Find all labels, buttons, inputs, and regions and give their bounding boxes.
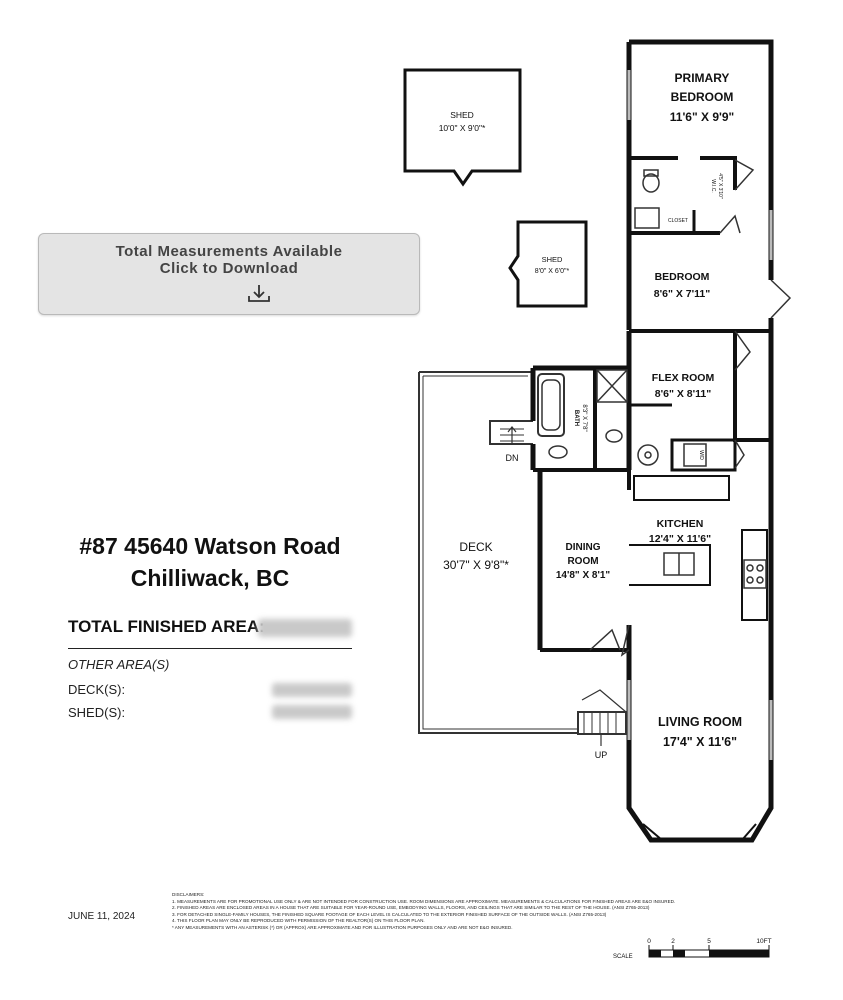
primary-bedroom-dims: 11'6" X 9'9": [670, 110, 734, 124]
closet-label: CLOSET: [668, 218, 688, 224]
disclaimer-title: DISCLAIMERS:: [172, 892, 205, 897]
wic-dims: 4'5" X 3'10": [717, 173, 723, 199]
divider: [68, 648, 352, 649]
dining-room-label: DINING: [566, 542, 601, 553]
shed-large-outline: [403, 68, 522, 187]
dining-room-dims: 14'8" X 8'1": [556, 570, 611, 581]
living-room-dims: 17'4" X 11'6": [663, 735, 737, 749]
disclaimer-line: 3. For detached single-family houses, th…: [172, 911, 607, 917]
disclaimer-line: 1. Measurements are for promotional use …: [172, 898, 676, 904]
plan-date: JUNE 11, 2024: [68, 911, 136, 922]
scale-tick-0: 0: [647, 938, 651, 945]
flex-room-label: FLEX ROOM: [652, 372, 715, 384]
primary-bedroom-label-2: BEDROOM: [671, 90, 734, 104]
shed-small-outline: [508, 220, 588, 308]
scale-bar: SCALE 0 2 5 10FT: [613, 938, 772, 960]
door-swings: [589, 159, 792, 657]
primary-bedroom-label: PRIMARY: [675, 71, 730, 85]
deck-dims: 30'7" X 9'8"*: [443, 558, 509, 572]
decks-label: DECK(S):: [68, 682, 126, 697]
scale-tick-10: 10FT: [756, 938, 771, 945]
scale-label: SCALE: [613, 954, 633, 960]
deck-label: DECK: [459, 540, 492, 554]
address-line-2: Chilliwack, BC: [130, 565, 290, 591]
total-finished-area-value-blurred: [258, 619, 352, 637]
bath-dims: 8'3" X 7'8": [581, 404, 587, 431]
disclaimer-line: 4. This floor plan may only be reproduce…: [172, 918, 425, 924]
shed-small-label: SHED: [542, 255, 563, 264]
shed-large-dims: 10'0" X 9'0"*: [439, 123, 486, 133]
kitchen-dims: 12'4" X 11'6": [649, 533, 711, 545]
stairs-up-label: UP: [595, 750, 608, 760]
shed-large-label: SHED: [450, 110, 474, 120]
decks-value-blurred: [272, 683, 352, 697]
sheds-value-blurred: [272, 705, 352, 719]
kitchen-label: KITCHEN: [657, 518, 704, 530]
living-room-label: LIVING ROOM: [658, 715, 742, 729]
fixtures: [500, 169, 767, 746]
shed-small-dims: 8'0" X 6'0"*: [535, 268, 570, 275]
deck-outline: [418, 371, 578, 734]
address-line-1: #87 45640 Watson Road: [79, 533, 341, 559]
download-button-line2: Click to Download: [159, 260, 299, 277]
sheds-label: SHED(S):: [68, 705, 126, 720]
wic-label: W.I.C.: [710, 179, 716, 193]
disclaimer-line: 2. Finished areas are enclosed areas in …: [172, 905, 650, 911]
scale-tick-5: 5: [707, 938, 711, 945]
wd-label: W/D: [698, 450, 704, 460]
dining-room-label-2: ROOM: [567, 556, 598, 567]
scale-tick-2: 2: [671, 938, 675, 945]
download-button-line1: Total Measurements Available: [115, 243, 343, 260]
total-finished-area-label: TOTAL FINISHED AREA:: [68, 617, 265, 636]
bedroom-dims: 8'6" X 7'11": [654, 288, 710, 300]
bath-label: BATH: [573, 410, 579, 426]
house-walls: [530, 39, 774, 843]
flex-room-dims: 8'6" X 8'11": [655, 388, 711, 400]
disclaimer-line: * Any measurements with an asterisk (*) …: [172, 924, 513, 930]
disclaimer: DISCLAIMERS: 1. Measurements are for pro…: [172, 892, 777, 932]
bedroom-label: BEDROOM: [655, 271, 710, 283]
download-icon: [248, 285, 270, 302]
stairs-down-label: DN: [506, 453, 519, 463]
property-address: #87 45640 Watson Road Chilliwack, BC: [60, 530, 360, 594]
other-areas-label: OTHER AREA(S): [68, 657, 170, 672]
download-measurements-button[interactable]: Total Measurements Available Click to Do…: [38, 233, 420, 315]
